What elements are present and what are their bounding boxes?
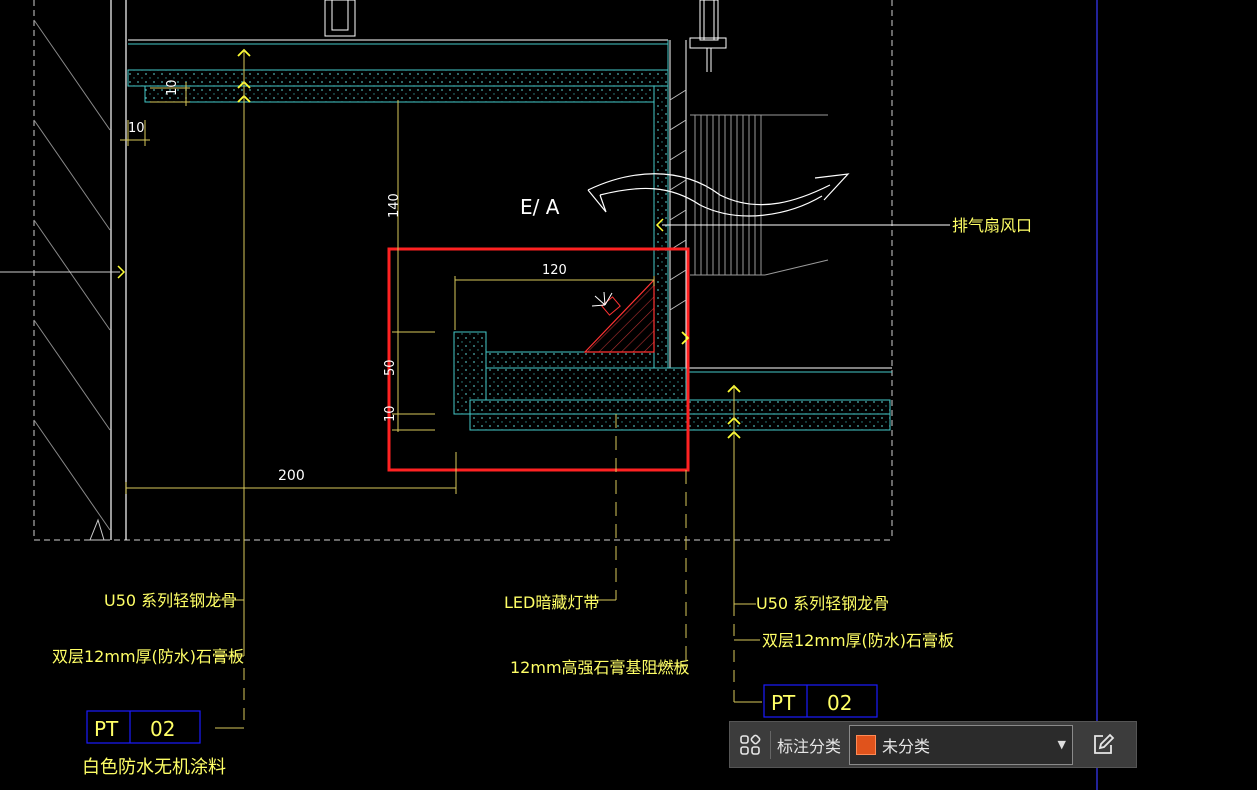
- right-keel-label: U50 系列轻钢龙骨: [756, 594, 889, 613]
- exhaust-duct: [690, 114, 829, 276]
- right-tag-code: PT: [771, 691, 796, 715]
- category-value: 未分类: [882, 736, 931, 756]
- category-select[interactable]: 未分类 ▼: [849, 724, 1074, 765]
- category-label: 标注分类: [777, 736, 842, 756]
- toolbar-divider: [770, 730, 771, 759]
- chevron-down-icon: ▼: [1057, 738, 1067, 751]
- left-board-label: 双层12mm厚(防水)石膏板: [52, 647, 244, 666]
- dim-140: 140: [387, 193, 402, 218]
- section-mark: E/ A: [520, 195, 560, 219]
- dim-10-top: 10: [165, 79, 180, 96]
- anchor-bolt: [689, 0, 727, 72]
- dim-120: 120: [542, 263, 567, 278]
- led-label: LED暗藏灯带: [504, 593, 599, 612]
- wall-triangle-mark: [89, 518, 105, 541]
- light-trough: [453, 331, 892, 431]
- window-frame: [324, 0, 356, 37]
- left-wall-hatch: [33, 19, 111, 531]
- dimensions: [120, 82, 655, 494]
- category-color-swatch: [856, 734, 877, 755]
- grid-icon[interactable]: [730, 722, 770, 767]
- annotation-toolbar: 标注分类 未分类 ▼: [729, 721, 1137, 768]
- base-board-label: 12mm高强石膏基阻燃板: [510, 658, 690, 677]
- highlight-box: [387, 247, 690, 472]
- dim-200: 200: [278, 468, 305, 484]
- right-tag-num: 02: [827, 691, 852, 715]
- left-tag-desc: 白色防水无机涂料: [82, 757, 226, 778]
- dim-50: 50: [383, 359, 398, 376]
- left-tag-num: 02: [150, 717, 175, 741]
- exhaust-leader: [655, 218, 950, 232]
- ceiling-board-top: [127, 39, 669, 103]
- right-pt-tag: PT 02: [763, 684, 878, 718]
- led-strip: [583, 278, 655, 353]
- dim-10-left: 10: [128, 121, 145, 136]
- left-keel-label: U50 系列轻钢龙骨: [104, 591, 237, 610]
- right-board-label: 双层12mm厚(防水)石膏板: [762, 631, 954, 650]
- vertical-board: [653, 40, 687, 369]
- left-wall: [110, 0, 127, 540]
- left-leader-arrow: [117, 265, 126, 279]
- dim-10-bottom: 10: [383, 405, 398, 422]
- exhaust-fan-label: 排气扇风口: [952, 216, 1032, 235]
- edit-icon[interactable]: [1083, 722, 1123, 767]
- leader-lines: [215, 50, 762, 729]
- outer-boundary: [33, 0, 893, 541]
- airflow-arrow: [587, 173, 850, 217]
- left-pt-tag: PT 02: [86, 710, 201, 744]
- left-tag-code: PT: [94, 717, 119, 741]
